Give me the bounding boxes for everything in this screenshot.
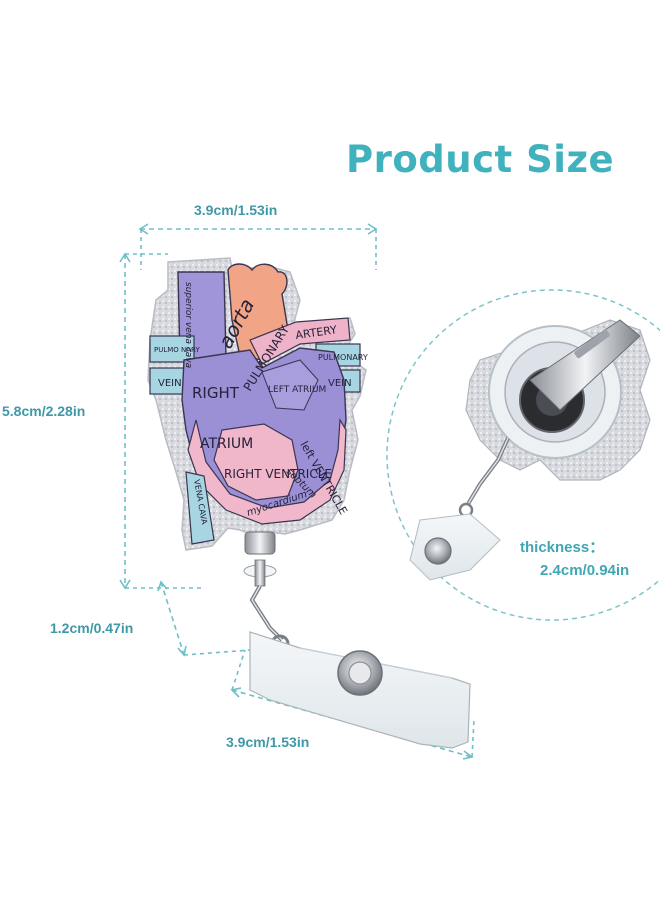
thickness-value: 2.4cm/0.94in bbox=[540, 562, 630, 579]
clear-strap-clip bbox=[249, 631, 471, 749]
side-view-reel bbox=[409, 319, 651, 581]
myocardium-layer bbox=[187, 418, 347, 525]
artery-band bbox=[249, 317, 351, 365]
inferior-vena-cava bbox=[185, 471, 215, 545]
page-title: Product Size bbox=[346, 138, 615, 181]
pulmonary-vein-left bbox=[149, 335, 195, 363]
heart-badge: aorta PULMONARY ARTERY superior vena cav… bbox=[147, 257, 368, 551]
right-ventricle-shape bbox=[213, 423, 299, 501]
badge-height-label: 5.8cm/2.28in bbox=[2, 403, 86, 419]
connector-length-label: 1.2cm/0.47in bbox=[50, 620, 134, 636]
label-vein-left: VEIN bbox=[158, 378, 182, 389]
label-right: RIGHT bbox=[192, 384, 240, 402]
clip-width-label: 3.9cm/1.53in bbox=[226, 734, 310, 750]
label-right-ventricle: RIGHT VENTRICLE bbox=[224, 467, 332, 481]
label-vein-right: VEIN bbox=[328, 378, 352, 389]
label-artery: ARTERY bbox=[295, 323, 338, 342]
label-superior-vena-cava: superior vena cava bbox=[183, 282, 193, 368]
left-atrium-shape bbox=[261, 359, 319, 411]
label-pulmonary-right: PULMONARY bbox=[318, 353, 368, 362]
thickness-label: thickness： bbox=[520, 539, 605, 556]
badge-width-label: 3.9cm/1.53in bbox=[194, 202, 278, 218]
label-atrium: ATRIUM bbox=[200, 436, 253, 452]
label-pulmonary-vein-left: PULMO NARY bbox=[154, 346, 200, 354]
label-left-atrium: LEFT ATRIUM bbox=[268, 385, 326, 395]
